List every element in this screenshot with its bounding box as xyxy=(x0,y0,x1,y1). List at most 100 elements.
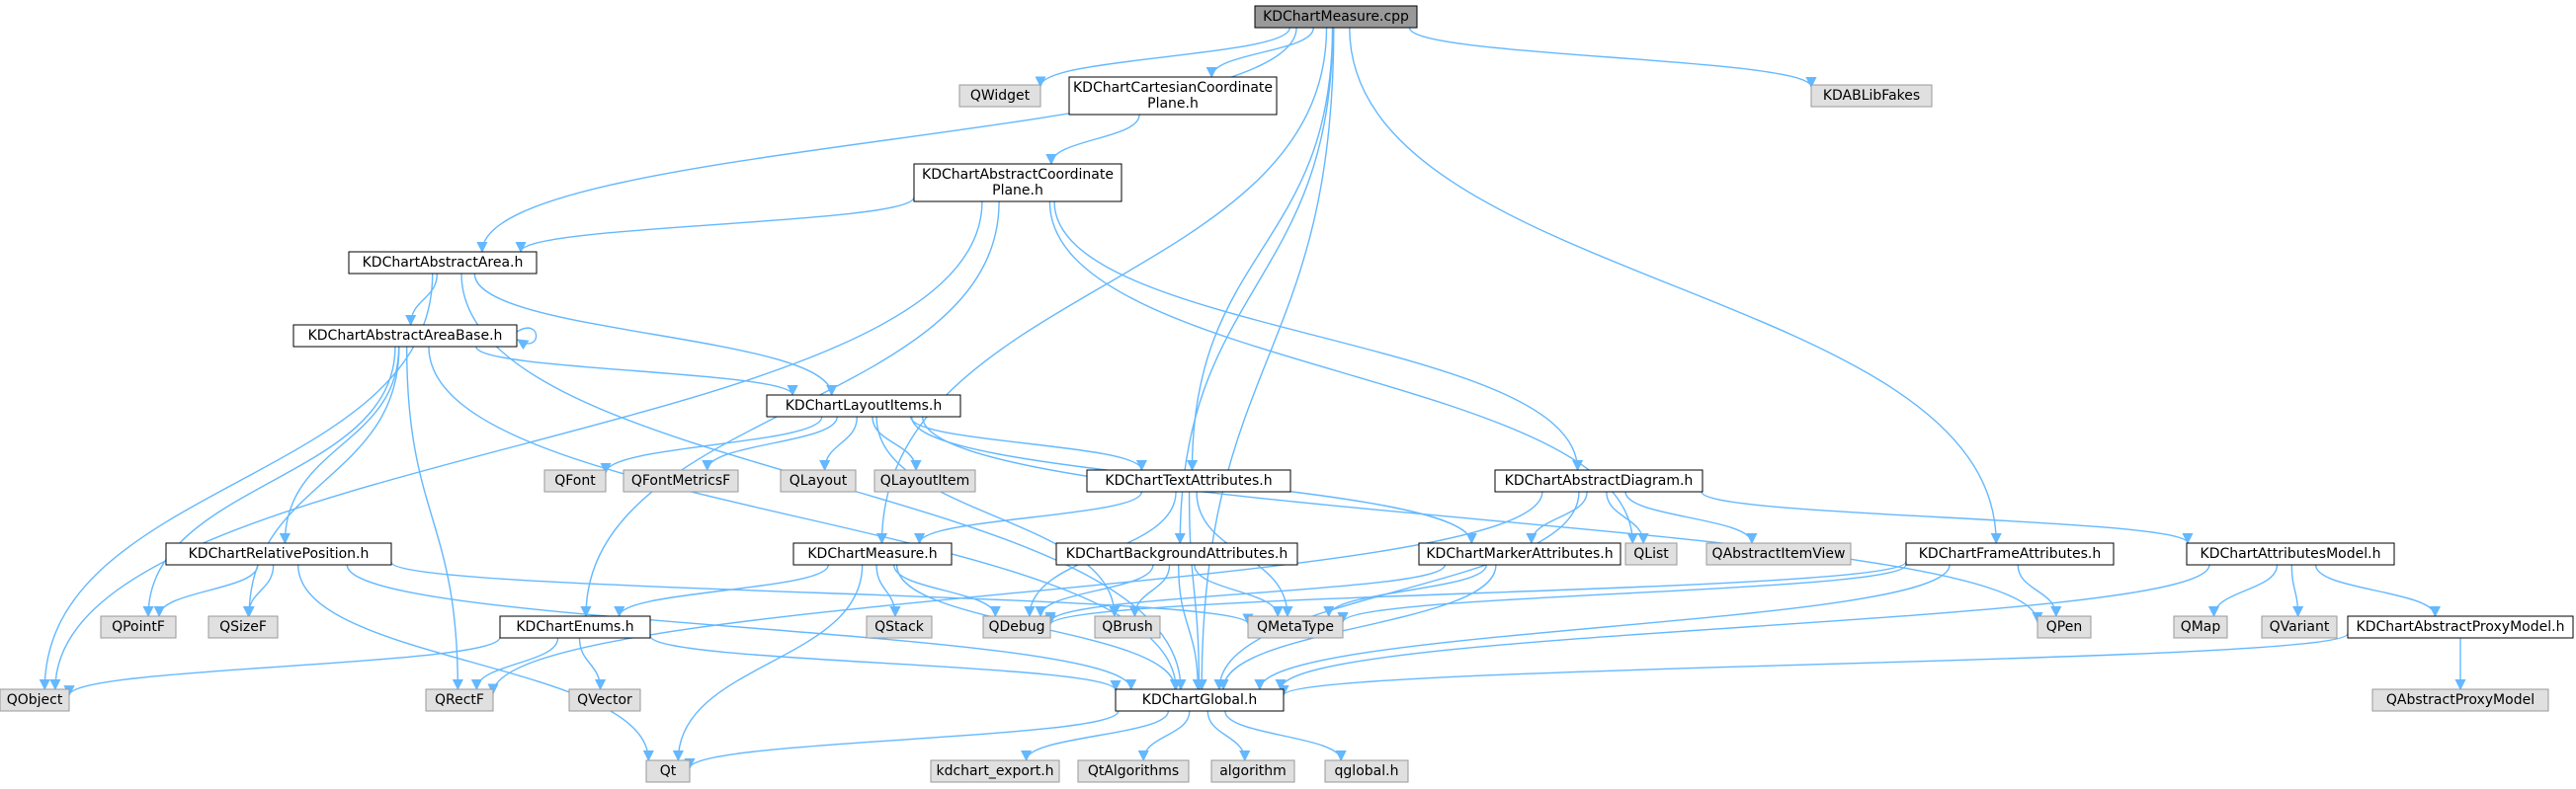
node-box[interactable] xyxy=(792,542,953,566)
node-box[interactable] xyxy=(913,163,1122,202)
node-qfont[interactable]: QFont xyxy=(543,469,607,493)
node-box[interactable] xyxy=(208,615,279,639)
node-box[interactable] xyxy=(165,542,392,566)
node-box[interactable] xyxy=(1247,615,1344,639)
node-box[interactable] xyxy=(766,394,961,418)
node-box[interactable] xyxy=(348,251,538,275)
edge-root-to-aa xyxy=(476,27,1297,254)
node-qlist[interactable]: QList xyxy=(1624,542,1678,566)
node-box[interactable] xyxy=(2186,542,2395,566)
node-qapm[interactable]: QAbstractProxyModel xyxy=(2371,688,2549,712)
node-box[interactable] xyxy=(2371,688,2549,712)
node-qdebug[interactable]: QDebug xyxy=(982,615,1051,639)
node-algo[interactable]: algorithm xyxy=(1210,759,1295,783)
node-ba[interactable]: KDChartBackgroundAttributes.h xyxy=(1055,542,1298,566)
node-box[interactable] xyxy=(1810,84,1933,108)
node-qstack[interactable]: QStack xyxy=(866,615,933,639)
node-meas[interactable]: KDChartMeasure.h xyxy=(792,542,953,566)
node-label: QSizeF xyxy=(219,619,267,635)
node-box[interactable] xyxy=(780,469,857,493)
node-box[interactable] xyxy=(1254,5,1418,29)
node-apm[interactable]: KDChartAbstractProxyModel.h xyxy=(2347,615,2574,639)
node-box[interactable] xyxy=(1077,759,1190,783)
node-aab[interactable]: KDChartAbstractAreaBase.h xyxy=(292,324,518,348)
node-box[interactable] xyxy=(1905,542,2115,566)
node-label: qglobal.h xyxy=(1335,763,1399,779)
node-box[interactable] xyxy=(1055,542,1298,566)
node-box[interactable] xyxy=(1086,469,1291,493)
node-qpointf[interactable]: QPointF xyxy=(100,615,177,639)
edge-enums-to-global xyxy=(649,635,1122,692)
node-box[interactable] xyxy=(982,615,1051,639)
node-root[interactable]: KDChartMeasure.cpp xyxy=(1254,5,1418,29)
node-qli[interactable]: QLayoutItem xyxy=(873,469,976,493)
node-box[interactable] xyxy=(873,469,976,493)
node-qfm[interactable]: QFontMetricsF xyxy=(623,469,739,493)
node-box[interactable] xyxy=(1324,759,1409,783)
node-ta[interactable]: KDChartTextAttributes.h xyxy=(1086,469,1291,493)
node-li[interactable]: KDChartLayoutItems.h xyxy=(766,394,961,418)
node-qmeta[interactable]: QMetaType xyxy=(1247,615,1344,639)
node-box[interactable] xyxy=(292,324,518,348)
node-export[interactable]: kdchart_export.h xyxy=(930,759,1060,783)
node-qwidget[interactable]: QWidget xyxy=(958,84,1041,108)
edge-enums-to-qobject xyxy=(63,636,501,697)
node-box[interactable] xyxy=(100,615,177,639)
edge-ad-to-am xyxy=(1701,491,2194,545)
node-box[interactable] xyxy=(1494,469,1703,493)
node-qt[interactable]: Qt xyxy=(645,759,691,783)
node-box[interactable] xyxy=(2347,615,2574,639)
node-qglobal[interactable]: qglobal.h xyxy=(1324,759,1409,783)
node-global[interactable]: KDChartGlobal.h xyxy=(1115,688,1285,712)
node-qsizef[interactable]: QSizeF xyxy=(208,615,279,639)
node-box[interactable] xyxy=(425,688,494,712)
node-qobject[interactable]: QObject xyxy=(0,688,70,712)
node-box[interactable] xyxy=(499,615,651,639)
node-qtalgo[interactable]: QtAlgorithms xyxy=(1077,759,1190,783)
edge-enums-to-qrectf xyxy=(470,637,559,691)
node-label: QPen xyxy=(2046,619,2082,635)
node-box[interactable] xyxy=(568,688,641,712)
node-enums[interactable]: KDChartEnums.h xyxy=(499,615,651,639)
node-qaiv[interactable]: QAbstractItemView xyxy=(1705,542,1852,566)
node-box[interactable] xyxy=(1210,759,1295,783)
node-ma[interactable]: KDChartMarkerAttributes.h xyxy=(1418,542,1621,566)
node-box[interactable] xyxy=(1094,615,1161,639)
node-box[interactable] xyxy=(0,688,70,712)
node-kdab[interactable]: KDABLibFakes xyxy=(1810,84,1933,108)
node-box[interactable] xyxy=(543,469,607,493)
node-qrectf[interactable]: QRectF xyxy=(425,688,494,712)
node-label: QStack xyxy=(874,619,925,635)
node-am[interactable]: KDChartAttributesModel.h xyxy=(2186,542,2395,566)
node-fa[interactable]: KDChartFrameAttributes.h xyxy=(1905,542,2115,566)
node-box[interactable] xyxy=(2036,615,2092,639)
node-box[interactable] xyxy=(1705,542,1852,566)
node-qpen[interactable]: QPen xyxy=(2036,615,2092,639)
node-rp[interactable]: KDChartRelativePosition.h xyxy=(165,542,392,566)
node-box[interactable] xyxy=(866,615,933,639)
node-ad[interactable]: KDChartAbstractDiagram.h xyxy=(1494,469,1703,493)
node-box[interactable] xyxy=(1068,76,1278,116)
node-aa[interactable]: KDChartAbstractArea.h xyxy=(348,251,538,275)
node-qmap[interactable]: QMap xyxy=(2173,615,2228,639)
node-box[interactable] xyxy=(1418,542,1621,566)
node-label: KDChartAbstractDiagram.h xyxy=(1505,473,1694,489)
node-box[interactable] xyxy=(2173,615,2228,639)
node-qvector[interactable]: QVector xyxy=(568,688,641,712)
node-box[interactable] xyxy=(2261,615,2338,639)
node-label: KDChartAbstractProxyModel.h xyxy=(2357,619,2565,635)
node-box[interactable] xyxy=(623,469,739,493)
node-qbrush[interactable]: QBrush xyxy=(1094,615,1161,639)
node-box[interactable] xyxy=(1115,688,1285,712)
edge-ma-to-qdebug xyxy=(1044,564,1447,624)
node-box[interactable] xyxy=(1624,542,1678,566)
edge-acp-to-ad xyxy=(1053,200,1584,472)
node-box[interactable] xyxy=(930,759,1060,783)
node-qvariant[interactable]: QVariant xyxy=(2261,615,2338,639)
edge-global-to-qglobal xyxy=(1224,710,1347,762)
node-qlayout[interactable]: QLayout xyxy=(780,469,857,493)
node-box[interactable] xyxy=(645,759,691,783)
node-box[interactable] xyxy=(958,84,1041,108)
